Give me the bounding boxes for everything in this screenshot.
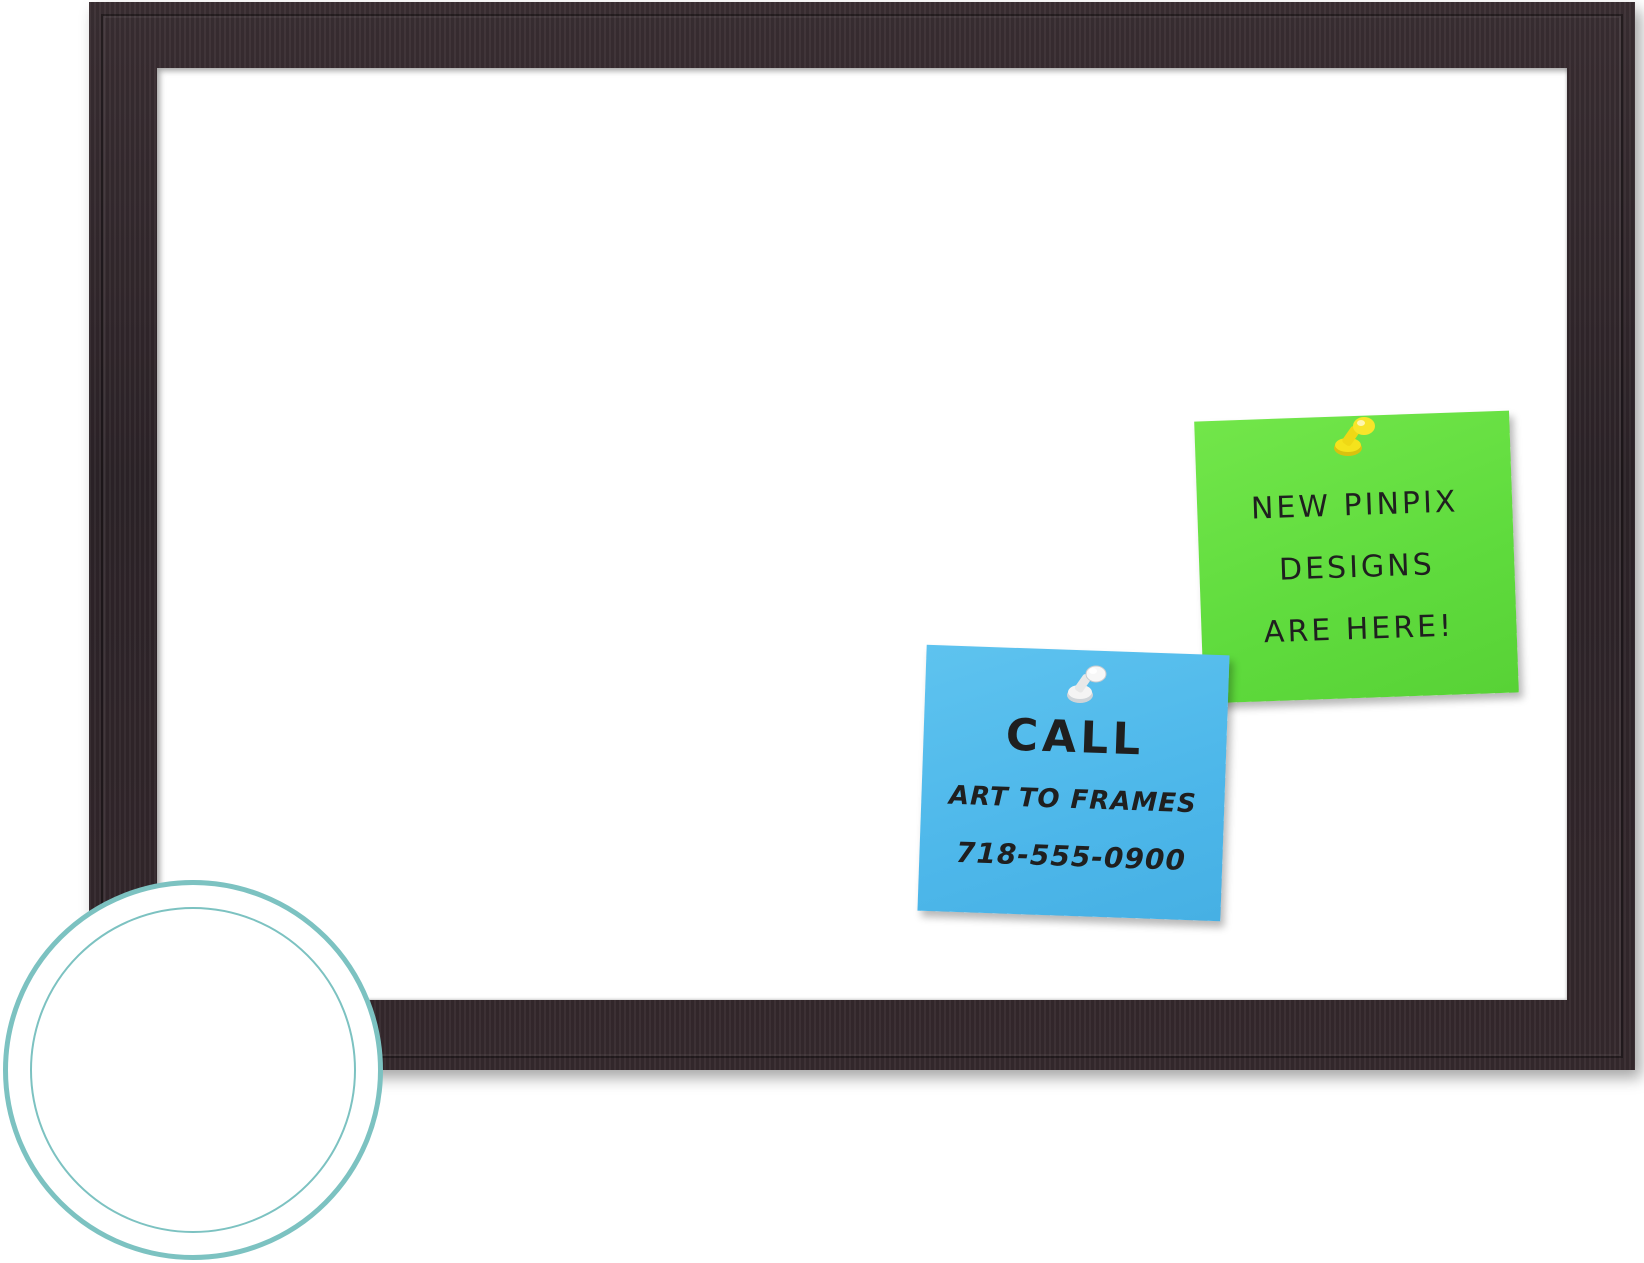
circle-badge-inner-ring: [30, 907, 356, 1233]
blue-note-call: CALL: [1005, 709, 1146, 766]
green-note-line-2: DESIGNS: [1278, 547, 1436, 588]
blue-note-company: ART TO FRAMES: [948, 780, 1198, 820]
green-note-line-3: ARE HERE!: [1263, 608, 1455, 651]
yellow-push-pin-icon: [1334, 417, 1375, 456]
white-push-pin-icon: [1067, 665, 1107, 703]
circle-badge: [3, 880, 383, 1260]
blue-note-phone: 718-555-0900: [955, 835, 1187, 877]
green-note-line-1: NEW PINPIX: [1250, 484, 1459, 527]
